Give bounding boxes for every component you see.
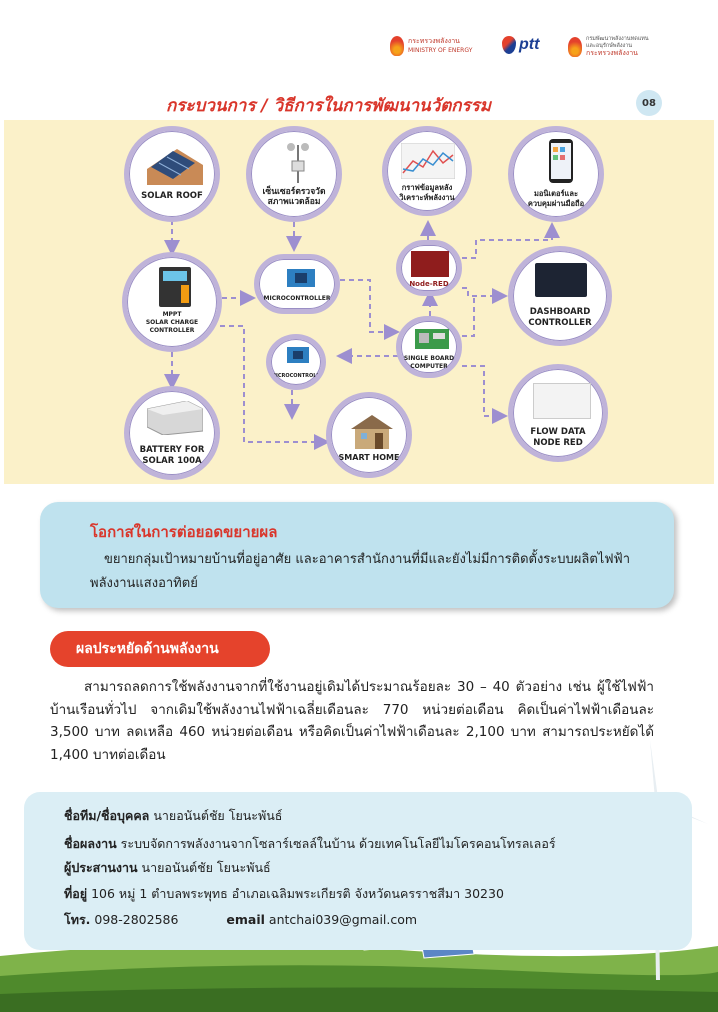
process-diagram: SOLAR ROOF เซ็นเซอร์ตรวจวัด สภาพแวดล้อม … — [4, 120, 714, 484]
contact-team-label: ชื่อทีม/ชื่อบุคคล — [64, 808, 150, 823]
microcontroller-chip-icon — [287, 269, 315, 287]
node-label-flow-data-2: NODE RED — [533, 438, 583, 448]
microcontroller-chip-icon — [287, 347, 309, 363]
contact-email-label: email — [226, 912, 265, 927]
node-label-sbc-2: COMPUTER — [410, 363, 448, 370]
ptt-wordmark: ptt — [519, 36, 540, 53]
contact-coordinator-row: ผู้ประสานงาน นายอนันต์ชัย โยนะพันธ์ — [64, 858, 271, 878]
node-sensor: เซ็นเซอร์ตรวจวัด สภาพแวดล้อม — [246, 126, 342, 222]
field-scenery — [0, 944, 718, 1012]
smart-home-icon — [351, 415, 393, 449]
contact-work-row: ชื่อผลงาน ระบบจัดการพลังงานจากโซลาร์เซลล… — [64, 834, 556, 854]
edge-sbc-flowdata — [462, 365, 508, 424]
node-label-battery-2: SOLAR 100A — [142, 456, 202, 466]
contact-box: ชื่อทีม/ชื่อบุคคล นายอนันต์ชัย โยนะพันธ์… — [24, 792, 692, 950]
flame-icon — [390, 36, 404, 56]
ministry-name-en: MINISTRY OF ENERGY — [408, 47, 473, 54]
battery-icon — [147, 401, 203, 435]
node-label-battery-1: BATTERY FOR — [139, 445, 205, 455]
node-graph: กราฟข้อมูลหลัง วิเคราะห์พลังงาน — [382, 126, 472, 216]
page-number: 08 — [636, 90, 662, 116]
single-board-computer-icon — [415, 329, 449, 349]
opportunity-box: โอกาสในการต่อยอดขยายผล ขยายกลุ่มเป้าหมาย… — [40, 502, 674, 608]
node-microcontroller-2: MICROCONTROLLER — [266, 334, 326, 390]
node-battery: BATTERY FOR SOLAR 100A — [124, 386, 220, 480]
ptt-logo: ptt — [502, 36, 539, 54]
flow-editor-screen-icon — [533, 383, 591, 419]
contact-work-value: ระบบจัดการพลังงานจากโซลาร์เซลล์ในบ้าน ด้… — [120, 836, 556, 851]
contact-address-label: ที่อยู่ — [64, 886, 88, 901]
edge-micro-sbc — [340, 279, 400, 340]
node-label-monitor-1: มอนิเตอร์และ — [533, 189, 578, 198]
node-label-mppt-1: MPPT — [162, 311, 182, 318]
node-label-graph-1: กราฟข้อมูลหลัง — [401, 183, 453, 192]
node-microcontroller-1: MICROCONTROLLER — [254, 254, 340, 314]
node-label-dashboard-1: DASHBOARD — [529, 307, 591, 317]
node-label-flow-data-1: FLOW DATA — [530, 427, 586, 437]
contact-coordinator-label: ผู้ประสานงาน — [64, 860, 138, 875]
page-title: กระบวนการ / วิธีการในการพัฒนานวัตกรรม — [166, 96, 492, 116]
ptt-drop-icon — [502, 36, 516, 54]
flame-icon — [568, 36, 582, 57]
edge-nodered-monitor — [462, 222, 560, 259]
contact-phone-value: 098-2802586 — [94, 912, 179, 927]
dashboard-screen-icon — [535, 263, 587, 297]
contact-team-row: ชื่อทีม/ชื่อบุคคล นายอนันต์ชัย โยนะพันธ์ — [64, 806, 282, 826]
node-label-microcontroller-2: MICROCONTROLLER — [271, 373, 326, 379]
weather-station-icon — [287, 143, 309, 183]
ministry-of-energy-logo: กระทรวงพลังงาน MINISTRY OF ENERGY — [390, 36, 472, 56]
line-chart-icon — [401, 143, 455, 179]
savings-title: ผลประหยัดด้านพลังงาน — [76, 641, 219, 657]
dede-logo: กรมพัฒนาพลังงานทดแทน และอนุรักษ์พลังงาน … — [568, 36, 649, 57]
node-single-board-computer: SINGLE BOARD COMPUTER — [396, 316, 462, 378]
node-label-graph-2: วิเคราะห์พลังงาน — [399, 193, 455, 202]
solar-roof-icon — [147, 149, 203, 185]
node-label-microcontroller-1: MICROCONTROLLER — [263, 295, 331, 302]
node-red-logo — [411, 251, 449, 277]
savings-title-badge: ผลประหยัดด้านพลังงาน — [50, 631, 270, 667]
contact-address-row: ที่อยู่ 106 หมู่ 1 ตำบลพระพุทธ อำเภอเฉลิ… — [64, 884, 504, 904]
ministry-name-th: กระทรวงพลังงาน — [408, 37, 460, 45]
edge-sbc-dashboard — [462, 296, 475, 337]
node-label-sensor-1: เซ็นเซอร์ตรวจวัด — [262, 187, 326, 197]
edge-nodered-dashboard — [462, 287, 508, 304]
diagram-connectors — [164, 220, 560, 450]
node-label-node-red: Node-RED — [409, 280, 449, 288]
contact-address-value: 106 หมู่ 1 ตำบลพระพุทธ อำเภอเฉลิมพระเกีย… — [91, 886, 504, 901]
node-mppt: MPPT SOLAR CHARGE CONTROLLER — [122, 252, 222, 352]
node-label-dashboard-2: CONTROLLER — [528, 318, 592, 328]
charge-controller-icon — [159, 267, 191, 307]
node-dashboard: DASHBOARD CONTROLLER — [508, 246, 612, 346]
dede-line3: กระทรวงพลังงาน — [586, 49, 638, 57]
dede-line2: และอนุรักษ์พลังงาน — [586, 43, 633, 49]
contact-work-label: ชื่อผลงาน — [64, 836, 117, 851]
node-solar-roof: SOLAR ROOF — [124, 126, 220, 222]
dede-line1: กรมพัฒนาพลังงานทดแทน — [586, 36, 649, 42]
node-label-monitor-2: ควบคุมผ่านมือถือ — [527, 199, 585, 208]
opportunity-text: ขยายกลุ่มเป้าหมายบ้านที่อยู่อาศัย และอาค… — [90, 552, 631, 591]
node-label-mppt-3: CONTROLLER — [149, 327, 195, 334]
node-label-sensor-2: สภาพแวดล้อม — [267, 197, 321, 207]
smartphone-icon — [549, 139, 573, 183]
node-flow-data: FLOW DATA NODE RED — [508, 364, 608, 462]
node-node-red: Node-RED — [396, 240, 462, 296]
opportunity-title: โอกาสในการต่อยอดขยายผล — [90, 523, 278, 541]
node-label-solar-roof: SOLAR ROOF — [141, 191, 203, 201]
edge-mppt-smarthome — [220, 325, 330, 450]
contact-team-value: นายอนันต์ชัย โยนะพันธ์ — [153, 808, 283, 823]
contact-coordinator-value: นายอนันต์ชัย โยนะพันธ์ — [141, 860, 271, 875]
node-monitor: มอนิเตอร์และ ควบคุมผ่านมือถือ — [508, 126, 604, 222]
contact-phone-label: โทร. — [64, 912, 91, 927]
contact-email-value[interactable]: antchai039@gmail.com — [268, 912, 418, 927]
node-smart-home: SMART HOME — [326, 392, 412, 478]
node-label-sbc-1: SINGLE BOARD — [403, 355, 455, 362]
node-label-smart-home: SMART HOME — [338, 453, 400, 462]
savings-text: สามารถลดการใช้พลังงานจากที่ใช้งานอยู่เดิ… — [50, 679, 654, 763]
contact-phone-row: โทร. 098-2802586 email antchai039@gmail.… — [64, 910, 417, 930]
node-label-mppt-2: SOLAR CHARGE — [145, 319, 199, 326]
